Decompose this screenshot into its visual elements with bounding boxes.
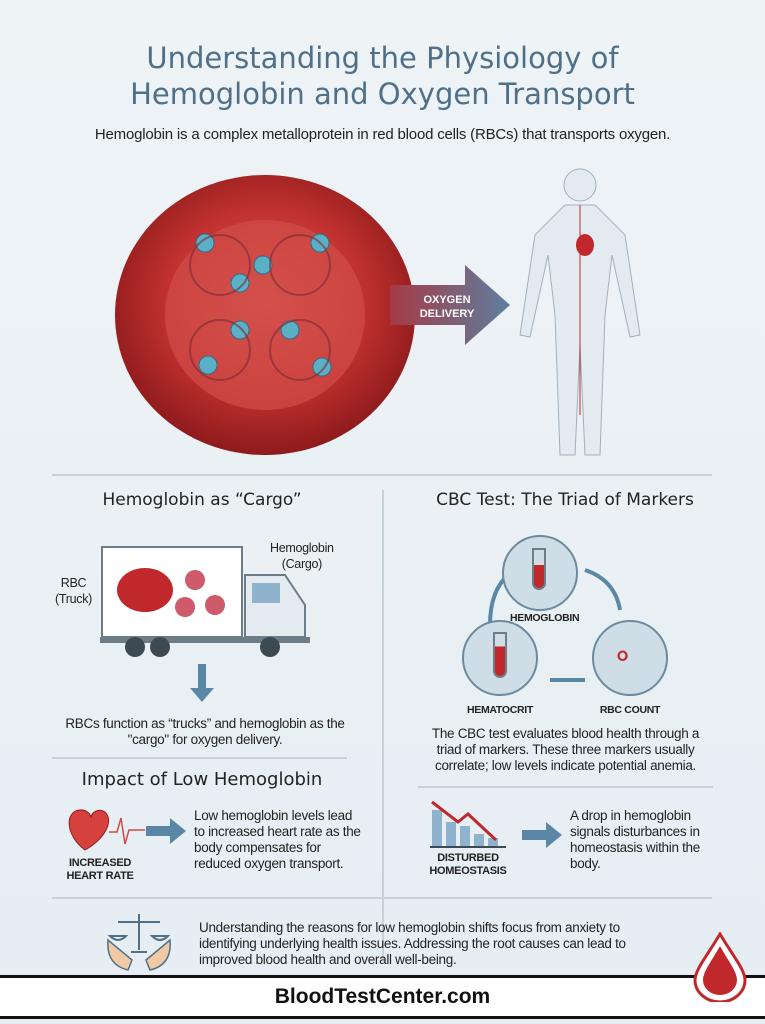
cargo-heading: Hemoglobin as “Cargo”: [102, 490, 302, 510]
divider: [52, 897, 712, 899]
blood-drop-logo-icon: [693, 932, 747, 1002]
conclusion-text: Understanding the reasons for low hemogl…: [199, 920, 626, 967]
red-blood-cell-icon: [115, 175, 415, 455]
test-tube-icon: [532, 548, 546, 590]
human-body-icon: [519, 168, 641, 456]
page-title: Understanding the Physiology of Hemoglob…: [0, 40, 765, 112]
down-arrow-icon: [190, 664, 214, 702]
microscope-icon: ⚬: [610, 641, 636, 674]
cbc-text: The CBC test evaluates blood health thro…: [431, 726, 700, 773]
hero-illustration: [115, 168, 641, 456]
balance-scale-hands-icon: [107, 914, 171, 971]
cargo-text: RBCs function as “trucks” and hemoglobin…: [65, 716, 345, 747]
hematocrit-label: HEMATOCRIT: [466, 704, 534, 716]
rbc-truck-label: RBC(Truck): [55, 576, 93, 606]
title-line-1: Understanding the Physiology of: [146, 41, 619, 75]
homeostasis-text: A drop in hemoglobin signals disturbance…: [570, 808, 700, 871]
low-hemoglobin-text: Low hemoglobin levels lead to increased …: [194, 808, 361, 871]
column-divider: [382, 490, 384, 960]
heart-rate-icon: [68, 809, 145, 851]
test-tube-icon: [493, 632, 507, 678]
hemoglobin-label: HEMOGLOBIN: [510, 612, 580, 624]
right-arrow-icon: [146, 818, 186, 844]
divider: [418, 786, 713, 788]
divider: [52, 757, 347, 759]
declining-chart-icon: [430, 800, 506, 848]
truck-icon: [100, 546, 310, 657]
title-line-2: Hemoglobin and Oxygen Transport: [130, 77, 635, 111]
cbc-heading: CBC Test: The Triad of Markers: [436, 490, 694, 510]
low-hemoglobin-heading: Impact of Low Hemoglobin: [81, 769, 323, 790]
footer-brand[interactable]: BloodTestCenter.com: [0, 975, 765, 1019]
oxygen-delivery-arrow-icon: [390, 265, 510, 345]
rbc-count-label: RBC COUNT: [599, 704, 661, 716]
right-arrow-icon: [522, 822, 562, 848]
subtitle: Hemoglobin is a complex metalloprotein i…: [94, 126, 671, 143]
rbc-count-marker-icon: [592, 620, 668, 696]
hemoglobin-cargo-label: Hemoglobin(Cargo): [270, 541, 334, 571]
divider: [52, 474, 712, 476]
